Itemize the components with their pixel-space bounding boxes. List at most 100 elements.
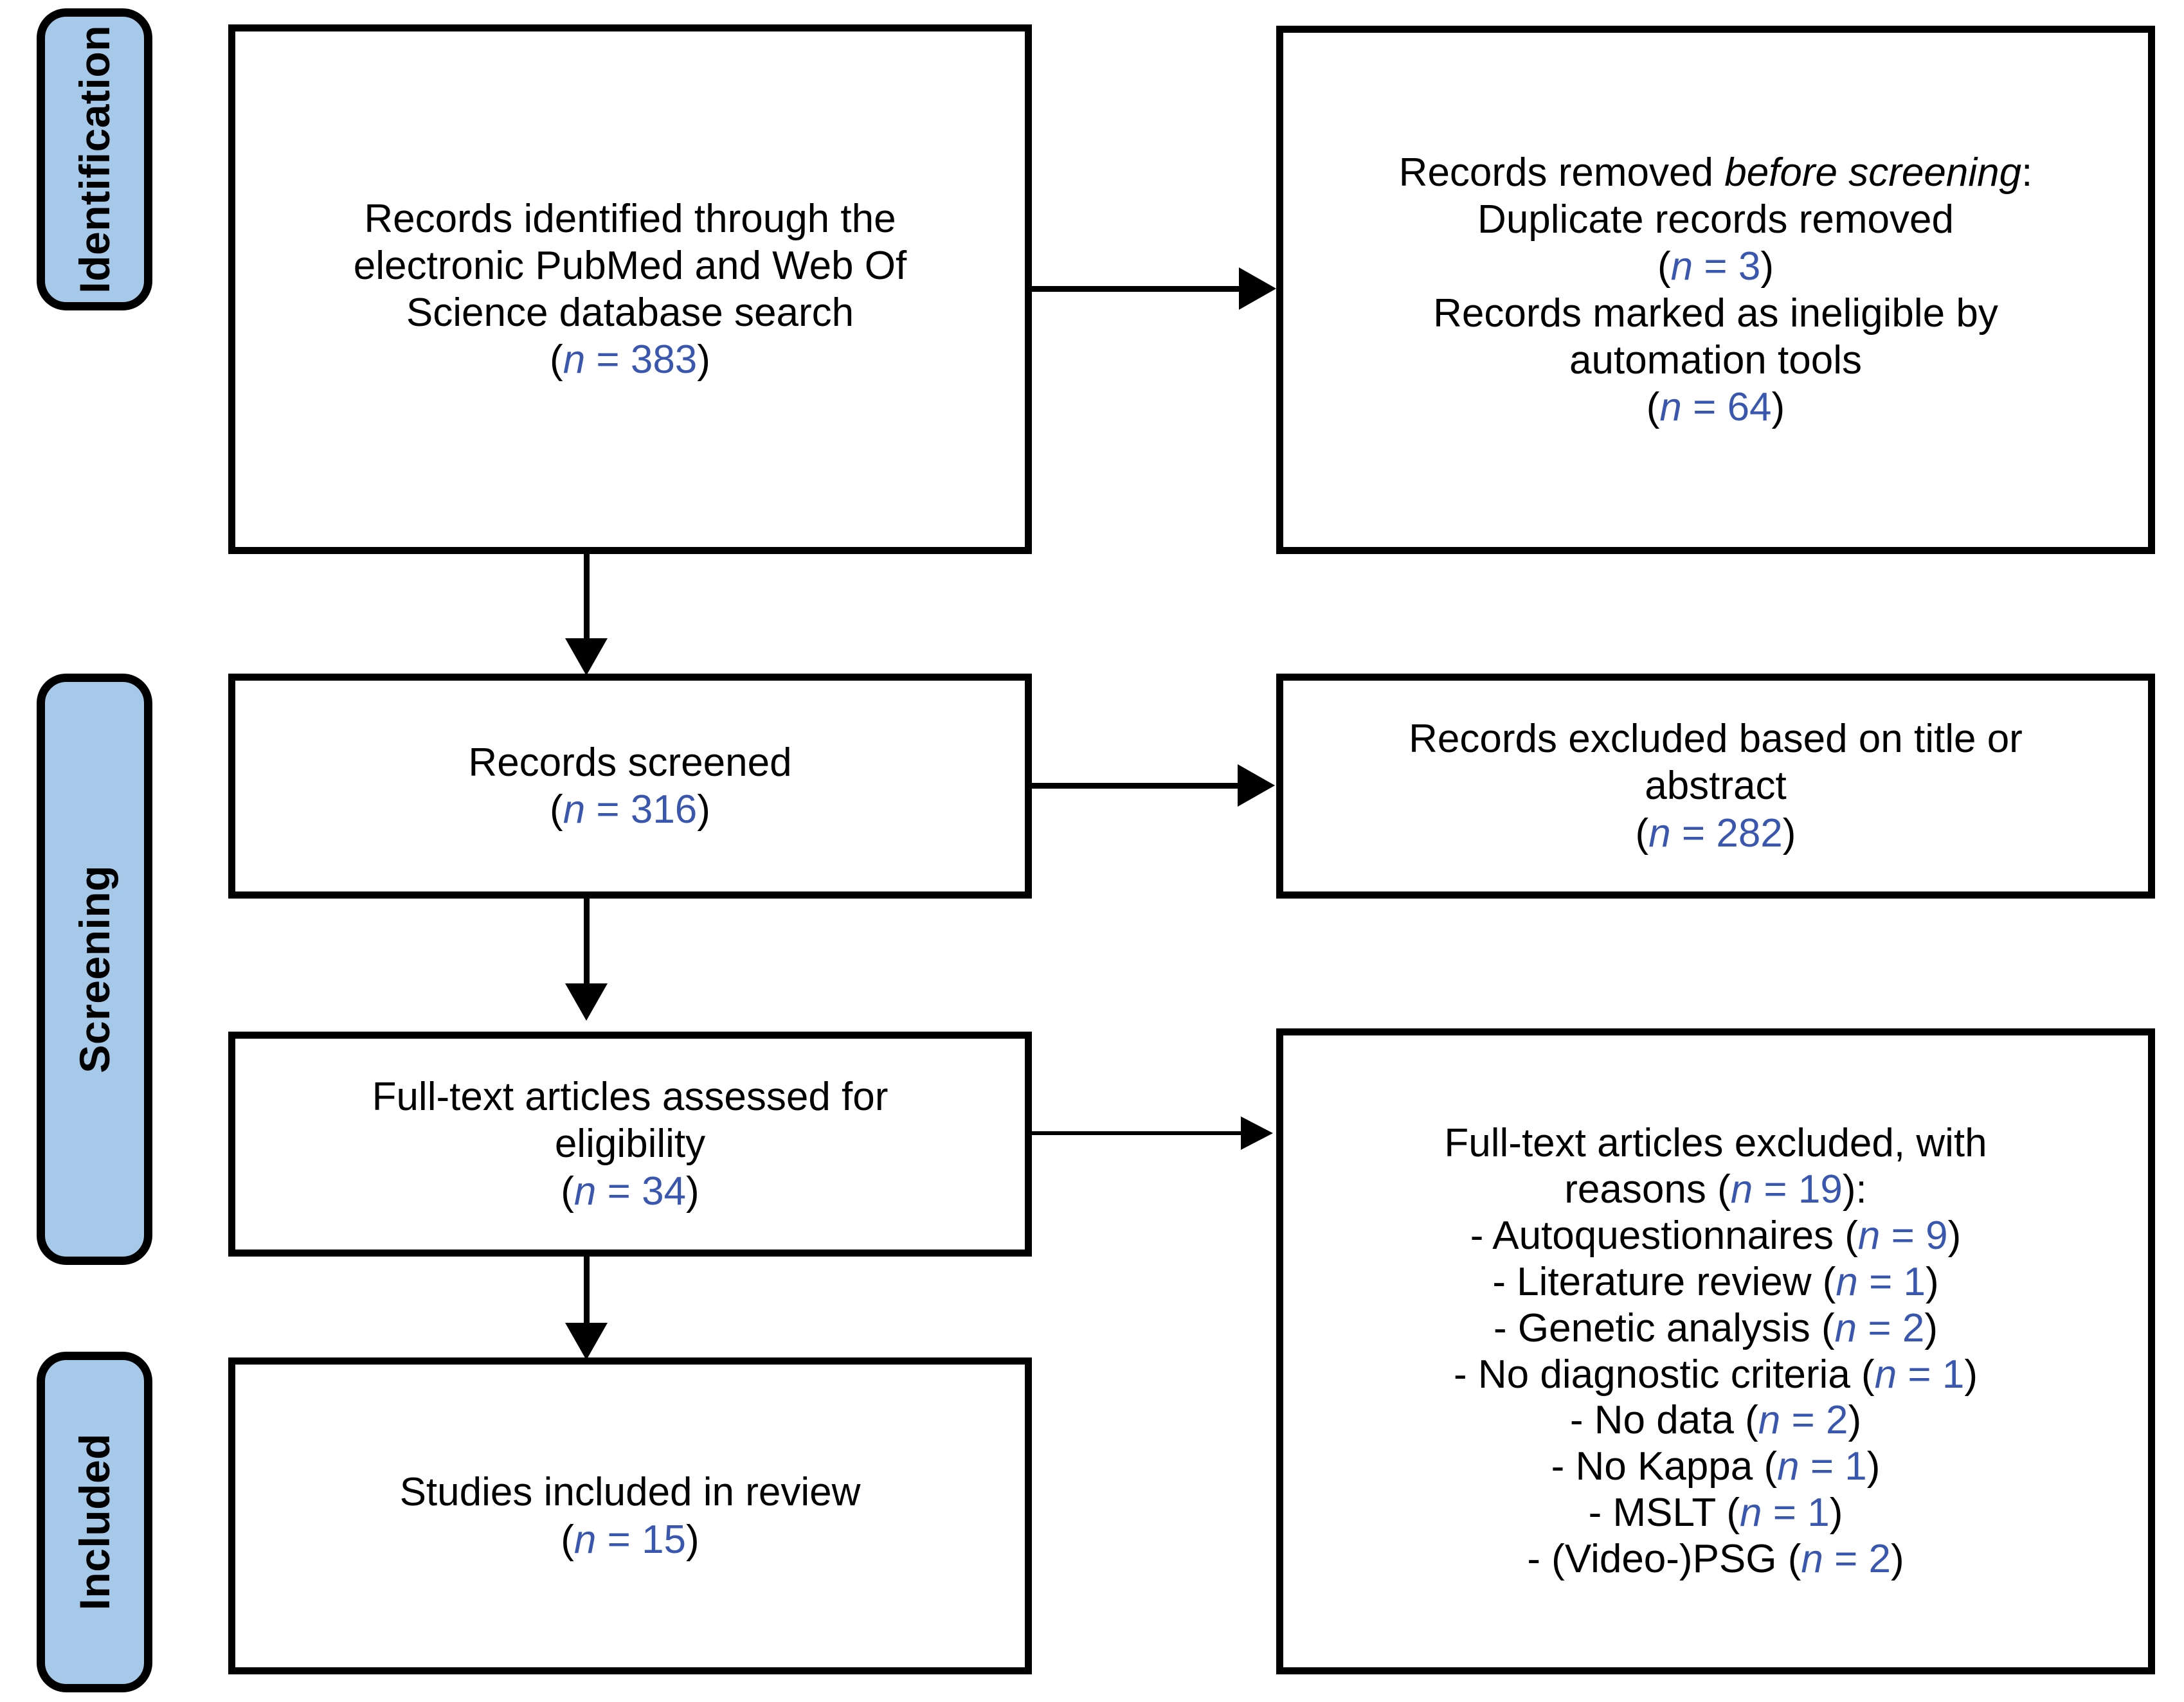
excluded-line2: abstract [1645,764,1787,809]
reason-count: 2 [1825,1398,1848,1443]
removed-count-1: (n = 3) [1657,244,1774,289]
n-symbol: n [563,337,586,382]
connector-screened-to-excluded-arrowhead [1238,764,1275,807]
reason-label: - (Video-)PSG [1527,1537,1777,1582]
removed-line1-plain: Records removed [1398,150,1725,195]
stage-label-identification: Identification [71,25,118,294]
reason-count: 2 [1868,1537,1891,1582]
stage-label-screening: Screening [71,865,118,1073]
n-symbol: n [1730,1167,1753,1212]
stage-pill-included: Included [37,1352,152,1692]
identified-line3: Science database search [406,291,854,335]
box-records-identified: Records identified through the electroni… [228,24,1032,554]
reason-item: - (Video-)PSG (n = 2) [1527,1537,1904,1582]
removed-line1-italic: before screening [1724,150,2022,195]
connector-identified-to-screened-arrowhead [565,638,608,676]
box-fulltext-excluded-text: Full-text articles excluded, with reason… [1432,1120,1998,1582]
box-fulltext-assessed-text: Full-text articles assessed for eligibil… [361,1073,900,1214]
box-fulltext-assessed: Full-text articles assessed for eligibil… [228,1032,1032,1257]
reason-label: - No data [1569,1398,1734,1443]
reason-count: 1 [1942,1352,1965,1397]
screened-line1: Records screened [468,740,792,785]
fulltext-excluded-line2: reasons (n = 19): [1564,1167,1867,1212]
n-value-included: 15 [642,1517,687,1562]
n-value: 383 [630,337,698,382]
reason-count: 1 [1807,1491,1830,1536]
connector-fulltext-to-included-line [584,1257,590,1347]
reason-item: - No data (n = 2) [1569,1398,1862,1443]
reasons-prefix: reasons ( [1564,1167,1731,1212]
reason-label: - No diagnostic criteria [1454,1352,1850,1397]
connector-fulltext-to-included-arrowhead [565,1323,608,1360]
box-studies-included: Studies included in review (n = 15) [228,1357,1032,1674]
stage-pill-identification: Identification [37,8,152,310]
removed-line3: Records marked as ineligible by [1433,291,1998,336]
reason-item: - MSLT (n = 1) [1588,1491,1843,1536]
box-records-identified-text: Records identified through the electroni… [342,195,918,384]
reason-label: - No Kappa [1551,1444,1753,1489]
n-symbol: n [1801,1537,1823,1582]
reason-count: 1 [1903,1259,1926,1304]
reason-label: - Genetic analysis [1494,1305,1810,1350]
n-value-duplicates: 3 [1738,244,1761,289]
stage-pill-screening: Screening [37,674,152,1265]
included-line1: Studies included in review [399,1470,861,1515]
n-symbol: n [1648,811,1671,855]
n-symbol: n [1874,1352,1897,1397]
connector-identified-to-removed-arrowhead [1239,267,1276,310]
removed-line1-tail: : [2021,150,2033,195]
reason-item: - Literature review (n = 1) [1492,1259,1939,1304]
removed-line2: Duplicate records removed [1477,197,1954,242]
n-value-fulltext: 34 [642,1169,687,1214]
connector-identified-to-screened-line [584,554,590,644]
n-value-screened: 316 [630,787,698,832]
fulltext-count: (n = 34) [561,1169,699,1214]
reasons-suffix: ): [1842,1167,1867,1212]
box-fulltext-excluded: Full-text articles excluded, with reason… [1276,1028,2155,1674]
reason-item: - Autoquestionnaires (n = 9) [1470,1213,1962,1258]
box-records-removed-text: Records removed before screening: Duplic… [1387,149,2044,431]
connector-fulltext-to-excluded-arrowhead [1241,1116,1273,1150]
n-equals: = [585,337,631,382]
n-symbol: n [573,1517,597,1562]
box-records-excluded-text: Records excluded based on title or abstr… [1397,715,2034,856]
reason-item: - No diagnostic criteria (n = 1) [1454,1352,1978,1397]
reason-label: - Literature review [1492,1259,1812,1304]
connector-screened-to-fulltext-arrowhead [565,983,608,1021]
n-symbol: n [1659,385,1682,430]
connector-screened-to-fulltext-line [584,899,590,989]
reason-item: - No Kappa (n = 1) [1551,1444,1881,1489]
n-value-reasons-total: 19 [1798,1167,1843,1212]
n-value-excluded: 282 [1716,811,1783,855]
paren-close: ) [697,337,710,382]
included-count: (n = 15) [561,1517,699,1562]
box-records-removed-before-screening: Records removed before screening: Duplic… [1276,26,2155,554]
removed-count-2: (n = 64) [1646,385,1785,430]
screened-count: (n = 316) [550,787,710,832]
fulltext-line1: Full-text articles assessed for [372,1075,889,1120]
n-symbol: n [1836,1259,1858,1304]
n-value-automation: 64 [1727,385,1772,430]
reason-label: - MSLT [1588,1491,1716,1536]
box-studies-included-text: Studies included in review (n = 15) [388,1469,872,1563]
excluded-line1: Records excluded based on title or [1409,717,2023,762]
n-symbol: n [1758,1398,1781,1443]
paren-open: ( [550,337,563,382]
identified-count: (n = 383) [550,337,710,382]
box-records-screened: Records screened (n = 316) [228,674,1032,899]
n-symbol: n [1857,1213,1881,1258]
n-symbol: n [573,1169,597,1214]
box-records-screened-text: Records screened (n = 316) [456,739,803,833]
n-symbol: n [1670,244,1693,289]
n-symbol: n [563,787,586,832]
identified-line2: electronic PubMed and Web Of [353,243,907,288]
removed-line4: automation tools [1569,338,1862,383]
n-symbol: n [1740,1491,1762,1536]
reason-count: 1 [1845,1444,1867,1489]
stage-label-included: Included [71,1433,118,1611]
connector-identified-to-removed-line [1032,286,1241,292]
reason-item: - Genetic analysis (n = 2) [1494,1305,1938,1350]
fulltext-excluded-line1: Full-text articles excluded, with [1444,1120,1987,1165]
identified-line1: Records identified through the [364,196,896,241]
n-symbol: n [1834,1305,1857,1350]
